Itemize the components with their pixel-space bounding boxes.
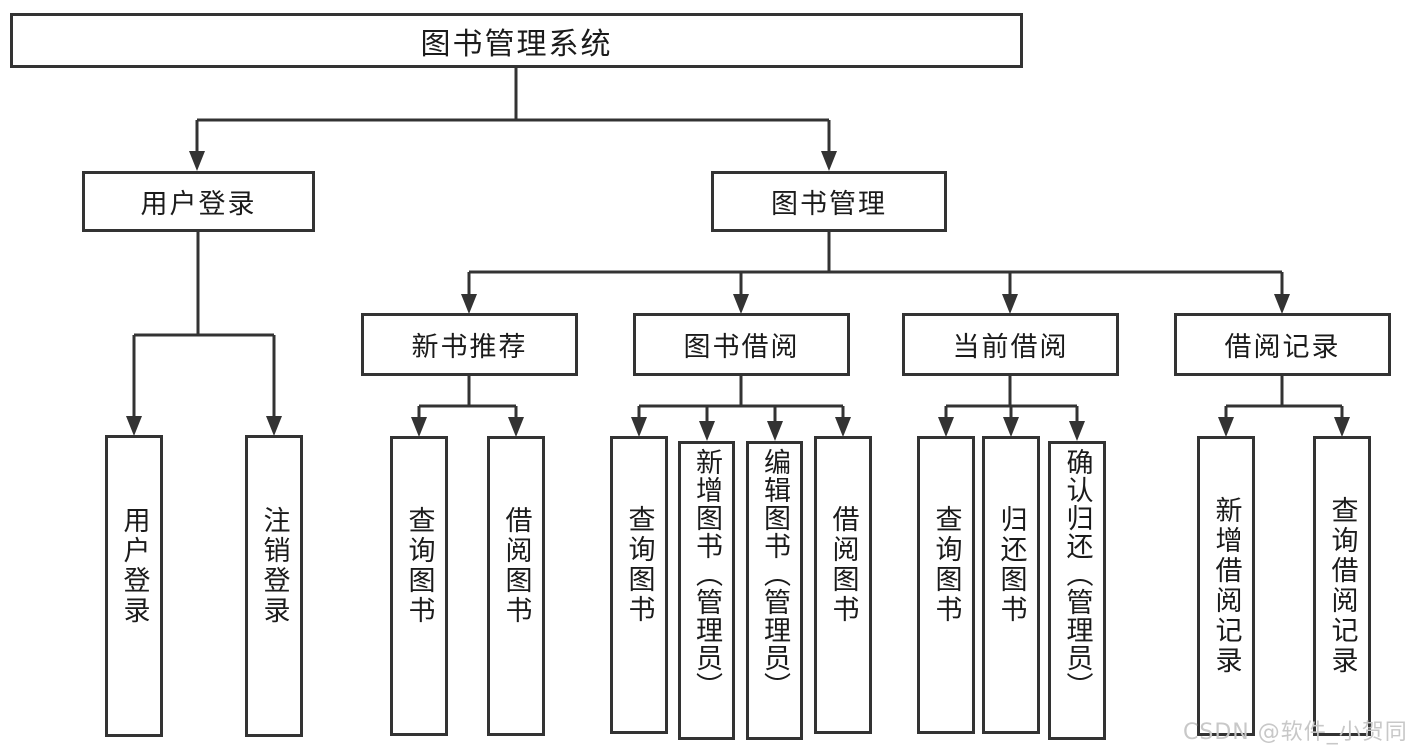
leaf-query-books-borrowing: 查询图书 [610, 436, 668, 734]
node-label: 当前借阅 [952, 332, 1069, 363]
leaf-add-books-admin: 新增图书（管理员） [678, 441, 735, 740]
node-label: 注销登录 [258, 506, 290, 626]
node-label: 查询借阅记录 [1326, 496, 1358, 676]
node-label: 新增借阅记录 [1210, 496, 1242, 676]
node-label: 编辑图书（管理员） [759, 448, 790, 700]
node-user-login: 用户登录 [82, 171, 315, 232]
leaf-borrow-books-borrowing: 借阅图书 [814, 436, 872, 734]
leaf-confirm-return-admin: 确认归还（管理员） [1048, 441, 1106, 740]
node-book-borrowing: 图书借阅 [633, 313, 850, 376]
leaf-user-login: 用户登录 [105, 435, 163, 737]
node-new-book-recommendation: 新书推荐 [361, 313, 578, 376]
leaf-logout: 注销登录 [245, 435, 303, 737]
leaf-borrow-books-recommend: 借阅图书 [487, 436, 545, 736]
node-label: 确认归还（管理员） [1061, 448, 1093, 700]
node-label: 图书管理系统 [420, 26, 613, 62]
node-label: 查询图书 [623, 505, 655, 625]
node-label: 新增图书（管理员） [691, 448, 722, 700]
leaf-add-borrow-record: 新增借阅记录 [1197, 436, 1255, 736]
csdn-watermark: CSDN @软件_小贺同学 [1183, 720, 1405, 745]
leaf-return-books: 归还图书 [982, 436, 1040, 734]
leaf-edit-books-admin: 编辑图书（管理员） [746, 441, 803, 740]
node-label: 新书推荐 [411, 332, 528, 363]
node-current-borrowing: 当前借阅 [902, 313, 1119, 376]
node-library-management-system: 图书管理系统 [10, 13, 1023, 68]
node-label: 借阅图书 [500, 506, 532, 626]
arrowhead-icons [126, 151, 1350, 441]
node-label: 借阅图书 [827, 505, 859, 625]
connector-segments [132, 68, 1344, 422]
node-label: 归还图书 [995, 505, 1027, 625]
node-label: 图书借阅 [683, 332, 800, 363]
node-label: 用户登录 [140, 189, 257, 220]
leaf-query-books-recommend: 查询图书 [390, 436, 448, 736]
node-label: 查询图书 [930, 505, 962, 625]
node-book-management: 图书管理 [711, 171, 947, 232]
node-label: 图书管理 [771, 189, 887, 220]
node-label: 用户登录 [118, 506, 150, 626]
node-label: 借阅记录 [1224, 332, 1341, 363]
node-borrowing-records: 借阅记录 [1174, 313, 1391, 376]
leaf-query-borrow-record: 查询借阅记录 [1313, 436, 1371, 736]
leaf-query-books-current: 查询图书 [917, 436, 975, 734]
node-label: 查询图书 [403, 506, 435, 626]
